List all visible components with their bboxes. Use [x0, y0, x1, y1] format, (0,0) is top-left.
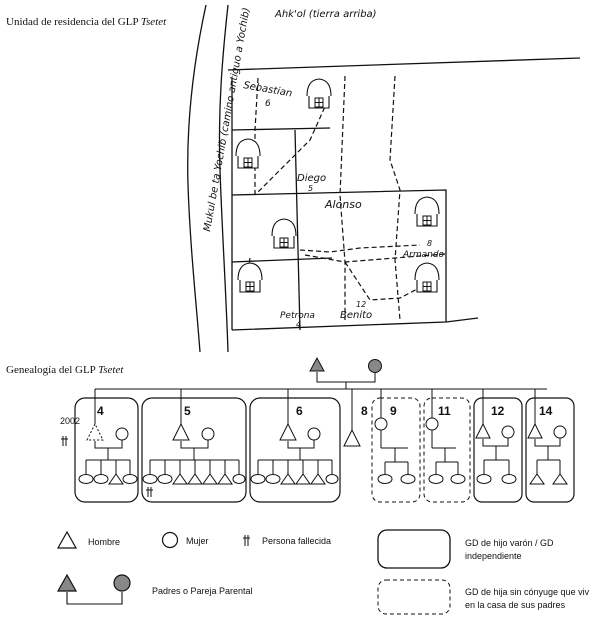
legend-gd-dashed-2: en la casa de sus padres [465, 600, 566, 610]
group-number-9: 9 [390, 404, 397, 418]
upper-boundary [227, 57, 581, 71]
map-road-label: Mukul be ta Yochib (camino antiguo a Yoc… [202, 7, 252, 233]
legend: Hombre Mujer Persona fallecida Padres o … [56, 529, 589, 615]
num-sebastian: 6 [265, 99, 271, 109]
name-armando: Armando [402, 250, 445, 260]
legend-hombre: Hombre [88, 537, 120, 547]
deceased-marker-icon [61, 436, 68, 446]
group-box-11 [423, 397, 471, 503]
legend-gd-dashed-1: GD de hija sin cónyuge que vive [465, 587, 589, 597]
legend-father-icon [56, 573, 78, 592]
group-number-11: 11 [438, 404, 451, 418]
mother-symbol [368, 359, 382, 373]
legend-deceased-icon [243, 535, 250, 546]
group-box-14 [525, 397, 575, 503]
house-east-icon [414, 196, 440, 227]
group-number-6: 6 [296, 404, 303, 418]
group-box-6 [249, 397, 341, 503]
residence-map [187, 4, 581, 353]
group-number-12: 12 [491, 404, 505, 418]
deceased-man-symbol [86, 422, 104, 441]
legend-gd-solid-2: independiente [465, 551, 522, 561]
legend-woman-icon [161, 531, 179, 549]
group-box-9 [371, 397, 421, 503]
num-armando: 8 [427, 239, 432, 248]
map-top-label: Ahk'ol (tierra arriba) [274, 9, 377, 20]
house-north-west-icon [235, 138, 261, 169]
house-armando-icon [414, 262, 440, 293]
legend-mujer: Mujer [186, 536, 209, 546]
woman-symbol [115, 427, 129, 441]
num-benito: 12 [356, 300, 366, 309]
group-number-14: 14 [539, 404, 553, 418]
road-left-edge [187, 4, 207, 353]
name-alonso: Alonso [324, 198, 362, 211]
house-south-west-icon [237, 262, 263, 293]
group-box-12 [473, 397, 523, 503]
year-label: 2002 [60, 416, 80, 426]
group-box-5 [141, 397, 247, 503]
group-number-8: 8 [361, 404, 368, 418]
legend-dashed-box [377, 579, 451, 615]
house-alonso-icon [271, 218, 297, 249]
legend-solid-box [377, 529, 451, 569]
legend-gd-solid-1: GD de hijo varón / GD [465, 538, 554, 548]
legend-man-icon [56, 530, 78, 549]
deceased-marker-icon [146, 487, 153, 497]
genealogy-tree [94, 356, 547, 430]
group-number-4: 4 [97, 404, 104, 418]
group-number-5: 5 [184, 404, 191, 418]
name-petrona: Petrona [280, 311, 315, 321]
road-right-edge [218, 4, 229, 353]
name-sebastian: Sebastian [242, 80, 293, 99]
name-diego: Diego [297, 173, 326, 184]
genealogy-title: Genealogía del GLP Tsetet [6, 364, 124, 376]
name-benito: Benito [340, 310, 372, 321]
legend-fallecida: Persona fallecida [262, 536, 331, 546]
legend-mother-icon [113, 574, 131, 592]
num-petrona: 4 [296, 320, 301, 329]
group-box-4 [74, 397, 139, 503]
legend-padres: Padres o Pareja Parental [152, 586, 253, 596]
num-diego: 5 [308, 184, 313, 193]
map-title: Unidad de residencia del GLP Tsetet [6, 16, 167, 28]
father-symbol [309, 356, 325, 372]
paths-dashed [245, 75, 446, 321]
house-sebastian-icon [306, 78, 332, 109]
man-symbol [172, 422, 190, 441]
